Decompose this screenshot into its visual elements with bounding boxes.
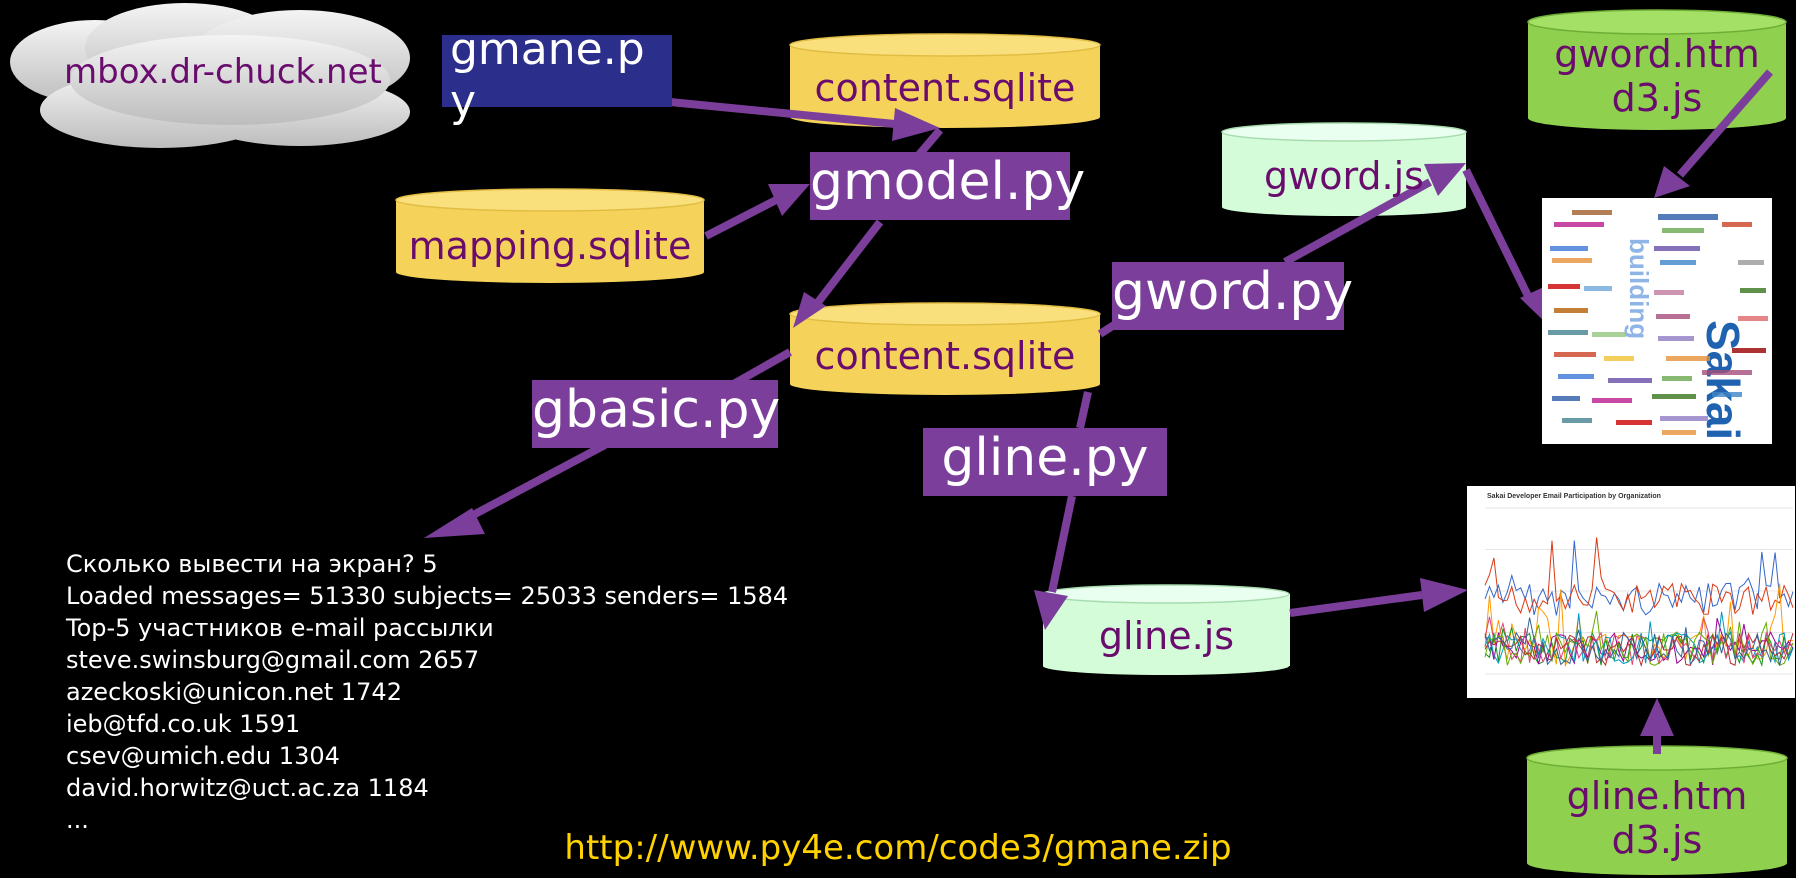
arrow-gword-to-gwordjs bbox=[1283, 178, 1432, 266]
arrow-gmodel-to-content bbox=[808, 219, 884, 313]
terminal-line: azeckoski@unicon.net 1742 bbox=[66, 678, 402, 706]
content-db-label: content.sqlite bbox=[814, 334, 1076, 378]
cloud-shape bbox=[10, 3, 410, 148]
gline-htm-line1: gline.htm bbox=[1566, 774, 1748, 818]
terminal-line: steve.swinsburg@gmail.com 2657 bbox=[66, 646, 480, 674]
terminal-line: csev@umich.edu 1304 bbox=[66, 742, 340, 770]
gbasic-script-box: gbasic.py bbox=[532, 380, 780, 448]
content-raw-db-label: content.sqlite bbox=[814, 66, 1076, 110]
mapping-db-label: mapping.sqlite bbox=[408, 224, 692, 268]
download-url[interactable]: http://www.py4e.com/code3/gmane.zip bbox=[564, 828, 1232, 868]
gline-htm-cylinder bbox=[1526, 745, 1788, 875]
line-chart-series bbox=[1484, 537, 1794, 668]
terminal-line: ieb@tfd.co.uk 1591 bbox=[66, 710, 301, 738]
terminal-line: Top-5 участников e-mail рассылки bbox=[66, 614, 494, 642]
terminal-line: Сколько вывести на экран? 5 bbox=[66, 550, 438, 578]
gline-script-box: gline.py bbox=[923, 428, 1167, 496]
arrow-gbasic-to-terminal bbox=[458, 441, 607, 526]
gword-htm-label: gword.htm d3.js bbox=[1528, 32, 1786, 120]
terminal-line: ... bbox=[66, 806, 89, 834]
arrow-gwordjs-to-cloud bbox=[1462, 168, 1534, 302]
gmane-script-box bbox=[442, 35, 672, 107]
gline-js-cylinder bbox=[1042, 584, 1290, 675]
gmane-script-label: gmane.py bbox=[450, 24, 645, 127]
terminal-line: Loaded messages= 51330 subjects= 25033 s… bbox=[66, 582, 789, 610]
arrow-gmane-to-content bbox=[669, 98, 906, 129]
line-chart-series-line bbox=[1484, 627, 1794, 668]
gmodel-script-box: gmodel.py bbox=[810, 152, 1085, 220]
gword-js-label: gword.js bbox=[1264, 154, 1424, 198]
line-chart-series-line bbox=[1484, 537, 1794, 615]
arrow-gline-to-glinejs bbox=[1048, 495, 1076, 593]
arrow-glinejs-to-chart bbox=[1289, 591, 1423, 617]
terminal-line: david.horwitz@uct.ac.za 1184 bbox=[66, 774, 429, 802]
content-raw-db-cylinder bbox=[789, 33, 1101, 128]
word-cloud-secondary: building bbox=[1624, 238, 1654, 339]
line-chart-series-line bbox=[1484, 617, 1794, 666]
arrow-mapping-to-gmodel bbox=[704, 194, 782, 240]
word-cloud-image: Sakai building bbox=[1542, 198, 1772, 444]
gword-js-cylinder bbox=[1221, 122, 1467, 216]
line-chart-image: Sakai Developer Email Participation by O… bbox=[1467, 486, 1795, 698]
mapping-db-cylinder bbox=[395, 188, 705, 283]
gline-htm-label: gline.htm d3.js bbox=[1527, 774, 1787, 862]
gline-htm-line2: d3.js bbox=[1611, 818, 1703, 862]
line-chart-series-line bbox=[1484, 611, 1794, 665]
gword-htm-line2: d3.js bbox=[1611, 76, 1703, 120]
word-cloud-filler bbox=[1548, 210, 1768, 435]
gword-htm-line1: gword.htm bbox=[1554, 32, 1760, 76]
line-chart-series-line bbox=[1484, 540, 1794, 616]
word-cloud-main: Sakai bbox=[1697, 320, 1749, 440]
line-chart-series-line bbox=[1484, 632, 1794, 668]
gword-script-box: gword.py bbox=[1112, 262, 1353, 330]
cloud-label: mbox.dr-chuck.net bbox=[64, 52, 382, 92]
gline-js-label: gline.js bbox=[1098, 614, 1235, 658]
line-chart-title: Sakai Developer Email Participation by O… bbox=[1487, 493, 1661, 500]
arrow-content-to-gline bbox=[1076, 391, 1092, 429]
line-chart-series-line bbox=[1484, 610, 1794, 666]
terminal-output: Сколько вывести на экран? 5 Loaded messag… bbox=[66, 548, 788, 836]
content-db-cylinder bbox=[789, 302, 1101, 395]
arrowheads bbox=[424, 108, 1690, 736]
arrow-gwordhtm-to-cloud bbox=[1676, 69, 1774, 178]
